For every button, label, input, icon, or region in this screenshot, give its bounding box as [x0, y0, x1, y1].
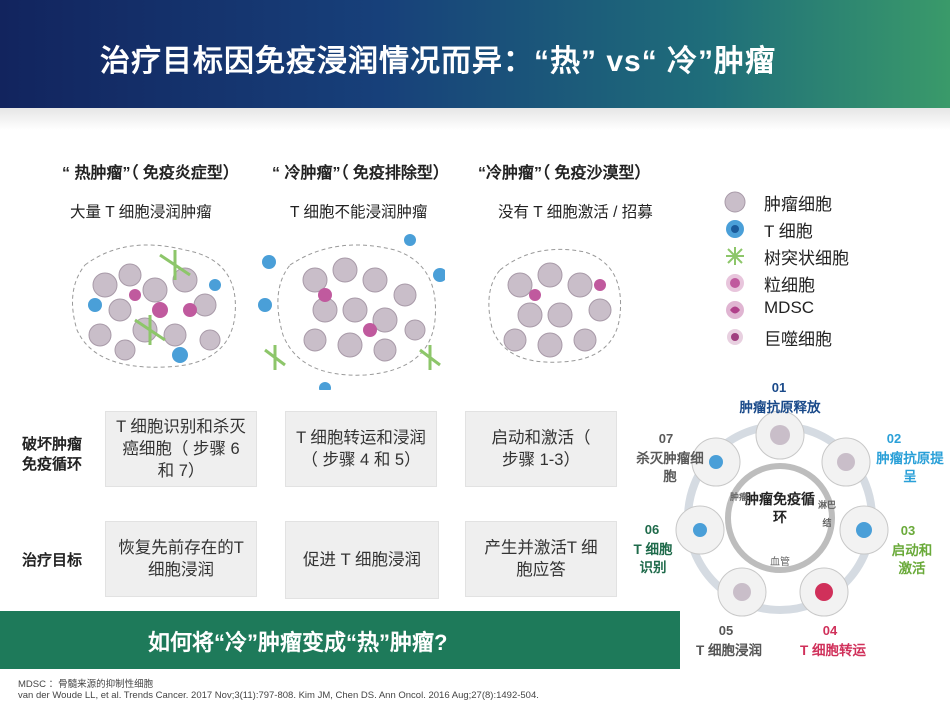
excluded-tumor-illustration	[258, 234, 445, 390]
legend-item-mdsc: MDSC	[724, 296, 944, 322]
step-07-number: 07	[658, 431, 674, 446]
footnote-abbreviation: MDSC ：骨髓来源的抑制性细胞	[18, 679, 154, 690]
step-04-label: T 细胞转运	[800, 643, 866, 658]
step-01-label: 肿瘤抗原释放	[739, 400, 821, 415]
header-shadow	[0, 108, 950, 130]
cell-excluded-goal: 促进 T 细胞浸润	[285, 521, 439, 599]
column-desc-hot: 大量 T 细胞浸润肿瘤	[70, 204, 212, 221]
dendritic-cell-icon	[726, 247, 744, 265]
step-02-label: 肿瘤抗原提呈	[876, 451, 944, 484]
t-cell-icon	[726, 220, 744, 238]
step-07-label: 杀灭肿瘤细胞	[636, 451, 704, 484]
cell-excluded-cycle: T 细胞转运和浸润（ 步骤 4 和 5）	[285, 411, 437, 487]
footnote-references: van der Woude LL, et al. Trends Cancer. …	[18, 690, 539, 701]
cell-hot-cycle: T 细胞识别和杀灭癌细胞（ 步骤 6 和 7）	[105, 411, 257, 487]
legend-item-granulocyte: 粒细胞	[724, 269, 944, 295]
hot-tumor-illustration	[72, 244, 236, 368]
step-06-number: 06	[644, 522, 660, 537]
step-05-label: T 细胞浸润	[696, 643, 762, 658]
step-01-number: 01	[771, 380, 787, 395]
column-desc-desert: 没有 T 细胞激活 / 招募	[498, 204, 653, 221]
granulocyte-icon	[726, 274, 744, 292]
cell-desert-goal: 产生并激活T 细胞应答	[465, 521, 617, 597]
page-title: 治疗目标因免疫浸润情况而异：“热” vs“ 冷”肿瘤	[100, 45, 777, 78]
step-04-number: 04	[822, 623, 838, 638]
cycle-inner-vessel-label: 血管	[770, 557, 790, 568]
cycle-center-label: 肿瘤免疫循环	[745, 491, 815, 525]
step-03-label: 启动和激活	[891, 543, 933, 576]
cell-hot-goal: 恢复先前存在的T 细胞浸润	[105, 521, 257, 597]
step-02-number: 02	[886, 431, 902, 446]
legend-item-t-cell: T 细胞	[724, 215, 944, 241]
cycle-graphic	[675, 410, 889, 617]
banner-text: 如何将“冷”肿瘤变成“热”肿瘤?	[148, 630, 448, 655]
legend-item-tumor: 肿瘤细胞	[724, 188, 944, 214]
legend-item-macrophage: 巨噬细胞	[724, 323, 944, 349]
macrophage-icon	[727, 329, 743, 345]
step-03-number: 03	[900, 523, 916, 538]
column-title-hot: “ 热肿瘤”（ 免疫炎症型）	[62, 165, 239, 182]
title-bar: 治疗目标因免疫浸润情况而异：“热” vs“ 冷”肿瘤	[0, 0, 950, 108]
question-banner: 如何将“冷”肿瘤变成“热”肿瘤?	[0, 611, 680, 669]
column-title-desert: “冷肿瘤”（ 免疫沙漠型）	[478, 165, 651, 182]
row-label-treatment-goal: 治疗目标	[22, 552, 83, 569]
column-desc-excluded: T 细胞不能浸润肿瘤	[290, 204, 428, 221]
cell-desert-cycle: 启动和激活（ 步骤 1-3）	[465, 411, 617, 487]
tumor-cell-icon	[724, 191, 746, 213]
row-label-cycle-disruption: 破坏肿瘤免疫循环	[22, 436, 83, 473]
mdsc-icon	[726, 301, 744, 319]
step-05-number: 05	[718, 623, 734, 638]
column-title-excluded: “ 冷肿瘤”（ 免疫排除型）	[272, 165, 449, 182]
cancer-immunity-cycle: 肿瘤免疫循环 肿瘤 淋巴结 血管 01 肿瘤抗原释放 02 肿瘤抗原提呈 03 …	[620, 370, 950, 670]
desert-tumor-illustration	[488, 248, 622, 363]
cycle-inner-lymph-label: 淋巴结	[818, 500, 837, 528]
legend-item-dendritic: 树突状细胞	[724, 242, 944, 268]
step-06-label: T 细胞识别	[633, 542, 673, 575]
cycle-inner-tumor-label: 肿瘤	[730, 492, 749, 502]
